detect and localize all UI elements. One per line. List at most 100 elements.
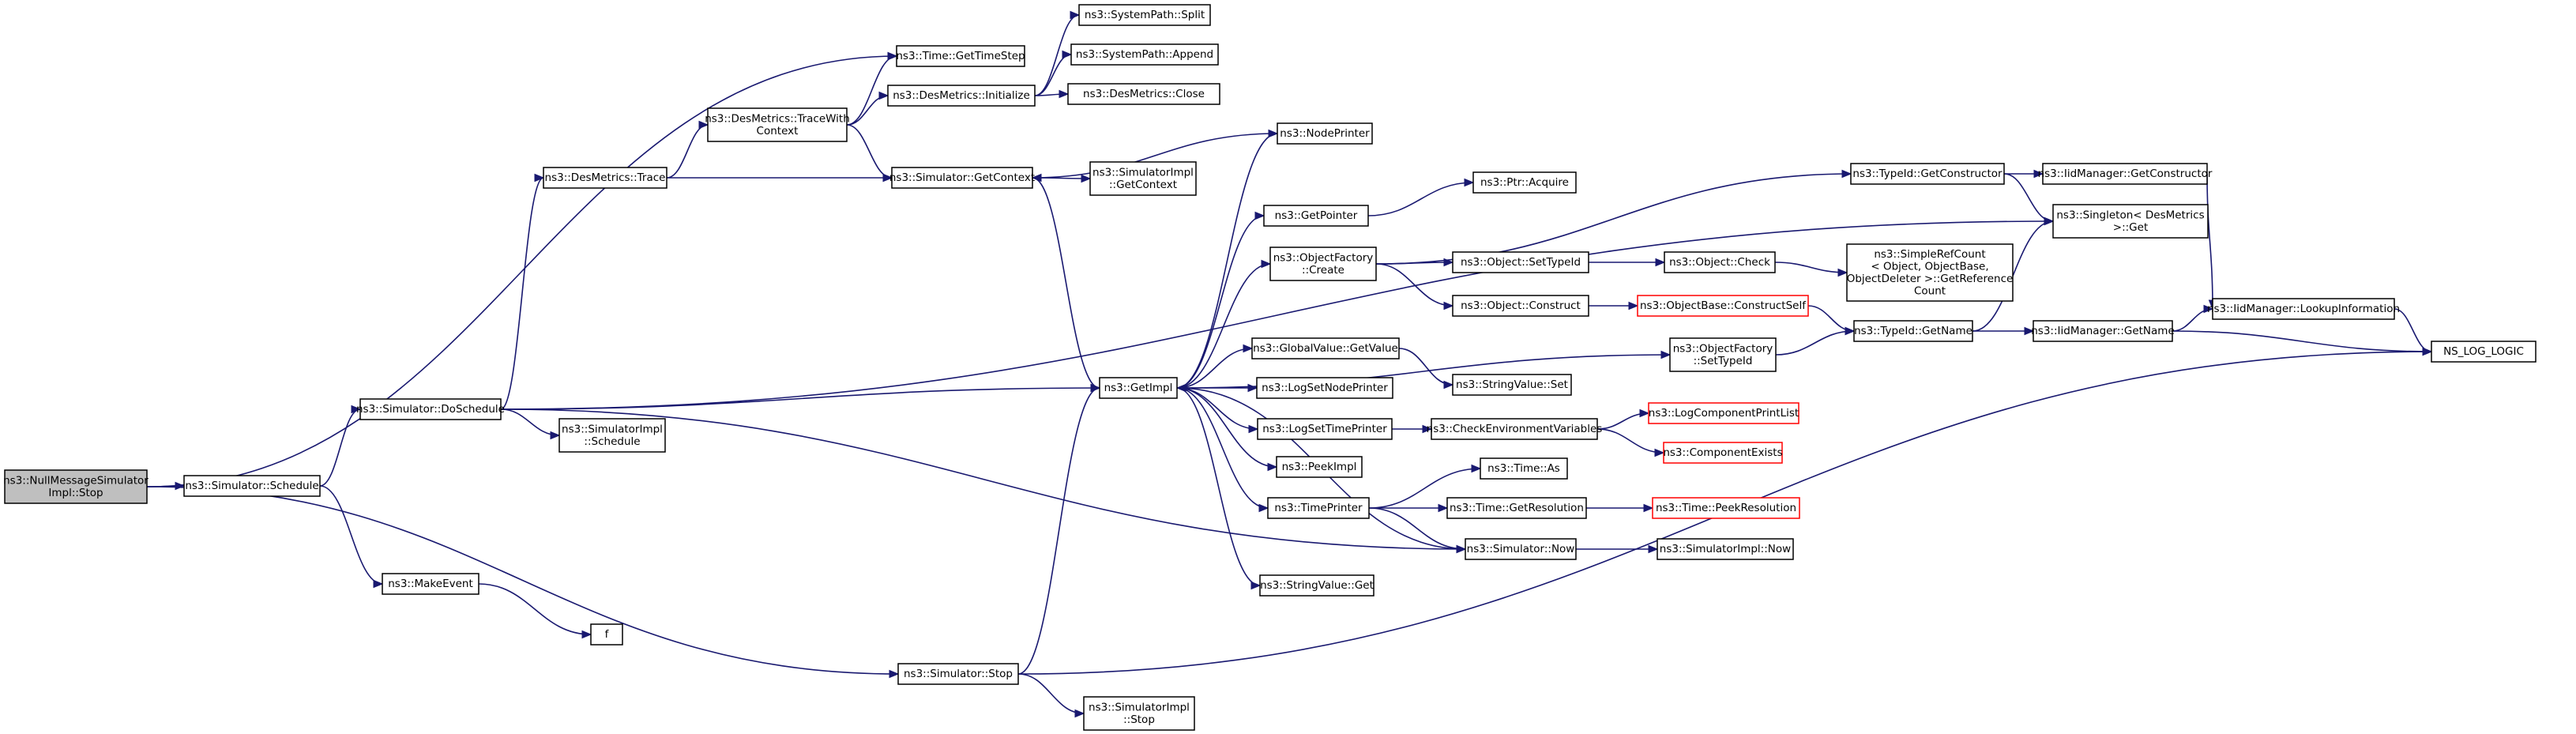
edge-arrowhead xyxy=(534,173,545,183)
node-singleton[interactable]: ns3::Singleton< DesMetrics >::Get xyxy=(2052,204,2209,239)
edge-line xyxy=(146,486,899,675)
node-box xyxy=(2212,298,2395,320)
node-nslog[interactable]: NS_LOG_LOGIC xyxy=(2431,341,2537,363)
node-refcount[interactable]: ns3::SimpleRefCount< Object, ObjectBase,… xyxy=(1846,243,2014,302)
node-implschedule[interactable]: ns3::SimulatorImpl::Schedule xyxy=(558,418,666,453)
edge-checkenv-to-compexists xyxy=(1596,428,1665,457)
edge-arrowhead xyxy=(550,431,561,440)
edge-iidgetname-to-lookupinfo xyxy=(2172,304,2214,332)
edge-line xyxy=(1774,262,1848,273)
edge-arrowhead xyxy=(1643,503,1654,513)
node-label: ns3::Object::Check xyxy=(1669,256,1770,269)
node-desinit[interactable]: ns3::DesMetrics::Initialize xyxy=(887,85,1036,107)
edge-line xyxy=(1034,14,1080,96)
node-logtimeprinter[interactable]: ns3::LogSetTimePrinter xyxy=(1257,418,1393,440)
edge-arrowhead xyxy=(1254,211,1265,220)
node-box xyxy=(4,469,148,504)
edge-arrowhead xyxy=(887,51,898,61)
node-simstop[interactable]: ns3::Simulator::Stop xyxy=(897,663,1019,685)
node-label: ns3::Simulator::DoSchedule xyxy=(356,403,505,416)
node-desclose[interactable]: ns3::DesMetrics::Close xyxy=(1067,83,1220,105)
node-implstop[interactable]: ns3::SimulatorImpl::Stop xyxy=(1083,696,1195,731)
edge-arrowhead xyxy=(1471,464,1482,473)
node-gvgetvalue[interactable]: ns3::GlobalValue::GetValue xyxy=(1251,337,1400,359)
edge-arrowhead xyxy=(1070,10,1081,20)
node-label: ObjectDeleter >::GetReference xyxy=(1847,273,2014,285)
node-append[interactable]: ns3::SystemPath::Append xyxy=(1070,43,1219,66)
node-typeidgetctor[interactable]: ns3::TypeId::GetConstructor xyxy=(1850,163,2005,185)
node-box xyxy=(1446,497,1587,519)
node-f[interactable]: f xyxy=(590,623,623,646)
node-ptracquire[interactable]: ns3::Ptr::Acquire xyxy=(1472,171,1577,194)
node-getresolution[interactable]: ns3::Time::GetResolution xyxy=(1446,497,1587,519)
node-label: ns3::GetPointer xyxy=(1275,209,1358,222)
node-gettimestep[interactable]: ns3::Time::GetTimeStep xyxy=(896,45,1025,67)
node-nodeprinter[interactable]: ns3::NodePrinter xyxy=(1277,122,1373,145)
edge-line xyxy=(1032,177,1100,389)
edge-line xyxy=(1596,428,1664,454)
edge-line xyxy=(500,220,2054,410)
node-peekimpl[interactable]: ns3::PeekImpl xyxy=(1276,456,1363,478)
node-simnow[interactable]: ns3::Simulator::Now xyxy=(1465,538,1577,560)
edge-line xyxy=(2172,330,2432,352)
node-box xyxy=(1657,538,1794,560)
node-timeas[interactable]: ns3::Time::As xyxy=(1480,457,1568,480)
edge-arrowhead xyxy=(2422,347,2433,356)
node-getimpl[interactable]: ns3::GetImpl xyxy=(1099,377,1178,399)
node-iidgetname[interactable]: ns3::IidManager::GetName xyxy=(2031,320,2175,342)
edge-arrowhead xyxy=(1660,350,1672,359)
node-split[interactable]: ns3::SystemPath::Split xyxy=(1078,4,1211,26)
node-getpointer[interactable]: ns3::GetPointer xyxy=(1263,205,1369,227)
edge-checkenv-to-logcomplist xyxy=(1596,408,1650,430)
node-checkenv[interactable]: ns3::CheckEnvironmentVariables xyxy=(1427,418,1603,440)
node-box xyxy=(1259,574,1374,597)
node-objcheck[interactable]: ns3::Object::Check xyxy=(1664,251,1776,273)
node-constructself[interactable]: ns3::ObjectBase::ConstructSelf xyxy=(1637,295,1809,317)
node-label: ::Schedule xyxy=(584,435,640,448)
node-objfactsettype[interactable]: ns3::ObjectFactory::SetTypeId xyxy=(1669,337,1777,372)
node-logcomplist[interactable]: ns3::LogComponentPrintList xyxy=(1648,402,1799,424)
node-stringset[interactable]: ns3::StringValue::Set xyxy=(1452,374,1572,396)
node-stringget[interactable]: ns3::StringValue::Get xyxy=(1259,574,1374,597)
node-box xyxy=(1267,497,1370,519)
node-iidgetctor[interactable]: ns3::IidManager::GetConstructor xyxy=(2038,163,2213,185)
node-timeprinter[interactable]: ns3::TimePrinter xyxy=(1267,497,1370,519)
node-destrace[interactable]: ns3::DesMetrics::Trace xyxy=(543,167,668,189)
node-label: ns3::Simulator::Schedule xyxy=(185,480,318,492)
node-box xyxy=(1465,538,1577,560)
node-compexists[interactable]: ns3::ComponentExists xyxy=(1663,442,1783,464)
node-settypeid[interactable]: ns3::Object::SetTypeId xyxy=(1452,251,1589,273)
node-lookupinfo[interactable]: ns3::IidManager::LookupInformation xyxy=(2207,298,2400,320)
node-box xyxy=(1269,247,1377,281)
node-box xyxy=(1663,442,1783,464)
edge-objfactsettype-to-typeidgetname xyxy=(1775,326,1856,356)
node-getcontext[interactable]: ns3::Simulator::GetContext xyxy=(889,167,1035,189)
edge-getimpl-to-gvgetvalue xyxy=(1176,344,1254,389)
node-label: ns3::SimulatorImpl xyxy=(562,423,663,435)
node-dosched[interactable]: ns3::Simulator::DoSchedule xyxy=(356,398,505,420)
edge-simnow-to-implnow xyxy=(1576,544,1659,554)
node-makeevent[interactable]: ns3::MakeEvent xyxy=(382,573,479,595)
node-lognodeprinter[interactable]: ns3::LogSetNodePrinter xyxy=(1256,377,1393,399)
node-objconstruct[interactable]: ns3::Object::Construct xyxy=(1452,295,1589,317)
node-implgetcontext[interactable]: ns3::SimulatorImpl::GetContext xyxy=(1089,161,1197,196)
node-label: ns3::ObjectFactory xyxy=(1273,251,1374,264)
node-label: ns3::IidManager::GetConstructor xyxy=(2038,168,2213,180)
node-label: ns3::SystemPath::Append xyxy=(1076,48,1213,61)
edge-arrowhead xyxy=(2024,326,2035,336)
node-typeidgetname[interactable]: ns3::TypeId::GetName xyxy=(1853,320,1973,342)
node-box xyxy=(1277,122,1373,145)
node-objfactcreate[interactable]: ns3::ObjectFactory::Create xyxy=(1269,247,1377,281)
node-box xyxy=(1099,377,1178,399)
node-label: Impl::Stop xyxy=(48,487,103,499)
edge-arrowhead xyxy=(1243,344,1254,353)
node-peekresolution[interactable]: ns3::Time::PeekResolution xyxy=(1652,497,1800,519)
edge-desinit-to-desclose xyxy=(1034,89,1070,99)
node-box xyxy=(1452,374,1572,396)
node-implnow[interactable]: ns3::SimulatorImpl::Now xyxy=(1657,538,1794,560)
node-label: ns3::LogSetTimePrinter xyxy=(1262,423,1387,435)
edge-root-to-simstop xyxy=(146,486,900,679)
node-sched[interactable]: ns3::Simulator::Schedule xyxy=(183,475,321,497)
